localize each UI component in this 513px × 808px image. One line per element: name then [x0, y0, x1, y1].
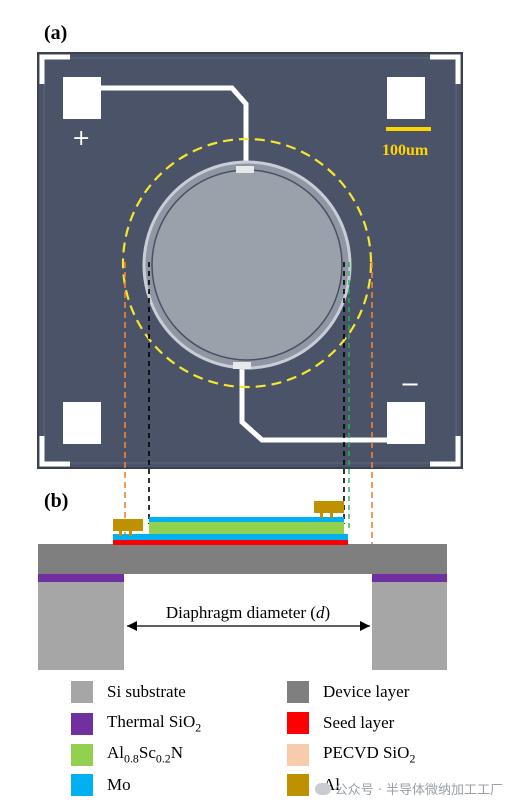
mo-top [149, 517, 344, 522]
pad-bottom-right [387, 402, 425, 444]
legend-item-mo: Mo [71, 774, 131, 796]
legend-label: Device layer [323, 682, 410, 701]
contact-bottom [233, 362, 251, 369]
dimension-arrow-left [127, 621, 137, 631]
legend-swatch [71, 712, 93, 735]
cross-section [38, 501, 447, 670]
die-inner [43, 57, 457, 464]
al-pad-right [314, 501, 344, 513]
pad-bottom-left [63, 402, 101, 444]
watermark: 公众号 · 半导体微纳加工工厂 [314, 779, 503, 798]
al-pad-right-leg2 [330, 512, 333, 518]
legend-swatch [287, 681, 309, 703]
dimension-arrow-right [360, 621, 370, 631]
plus-sign: + [72, 126, 90, 151]
legend-swatch [287, 743, 309, 766]
al-pad-left-leg1 [119, 530, 122, 536]
panel-a-label: (a) [44, 22, 68, 44]
scale-bar-label: 100um [382, 142, 429, 159]
corner-bracket-tr [430, 54, 461, 84]
thermal-oxide-right [372, 574, 447, 582]
pad-top-right [387, 77, 425, 119]
wechat-icon [314, 782, 331, 795]
pad-top-left [63, 77, 101, 119]
device-layer [38, 544, 447, 574]
mo-bottom [113, 534, 348, 540]
legend-label: Mo [107, 775, 131, 794]
legend-label: Seed layer [323, 713, 395, 732]
legend-label: Thermal SiO2 [107, 712, 202, 735]
panel-b-label: (b) [44, 490, 69, 512]
alscn-film [149, 522, 344, 534]
legend-swatch [287, 712, 309, 734]
legend-item-pecvd-sio2: PECVD SiO2 [287, 743, 415, 766]
seed-layer [113, 540, 348, 545]
legend-swatch [71, 743, 93, 766]
trace-top [100, 85, 249, 168]
corner-bracket-tl [39, 54, 70, 84]
si-substrate-right [372, 582, 447, 670]
dimension-label: Diaphragm diameter (d) [166, 603, 330, 622]
watermark-text: 公众号 · 半导体微纳加工工厂 [334, 783, 503, 798]
legend-item-device-layer: Device layer [287, 681, 409, 703]
legend-label: Si substrate [107, 682, 186, 701]
legend-item-thermal-sio2: Thermal SiO2 [71, 712, 201, 735]
thermal-oxide-left [38, 574, 124, 582]
legend-item-si-substrate: Si substrate [71, 681, 186, 703]
micrograph [37, 52, 463, 469]
corner-bracket-br [430, 436, 461, 467]
legend-swatch [71, 774, 93, 796]
legend-swatch [71, 681, 93, 703]
legend-item-seed-layer: Seed layer [287, 712, 394, 734]
legend-label: PECVD SiO2 [323, 743, 416, 766]
si-substrate-left [38, 582, 124, 670]
trace-bottom [239, 366, 390, 443]
al-pad-left [113, 519, 143, 531]
corner-bracket-bl [39, 436, 70, 467]
al-pad-right-leg1 [320, 512, 323, 518]
legend-item-alscn: Al0.8Sc0.2N [71, 743, 183, 766]
legend-swatch [287, 774, 309, 796]
al-pad-left-leg2 [129, 530, 132, 536]
contact-top [236, 166, 254, 173]
active-area-outline [121, 137, 373, 389]
minus-sign: − [400, 370, 420, 398]
legend-label: Al0.8Sc0.2N [107, 743, 184, 766]
